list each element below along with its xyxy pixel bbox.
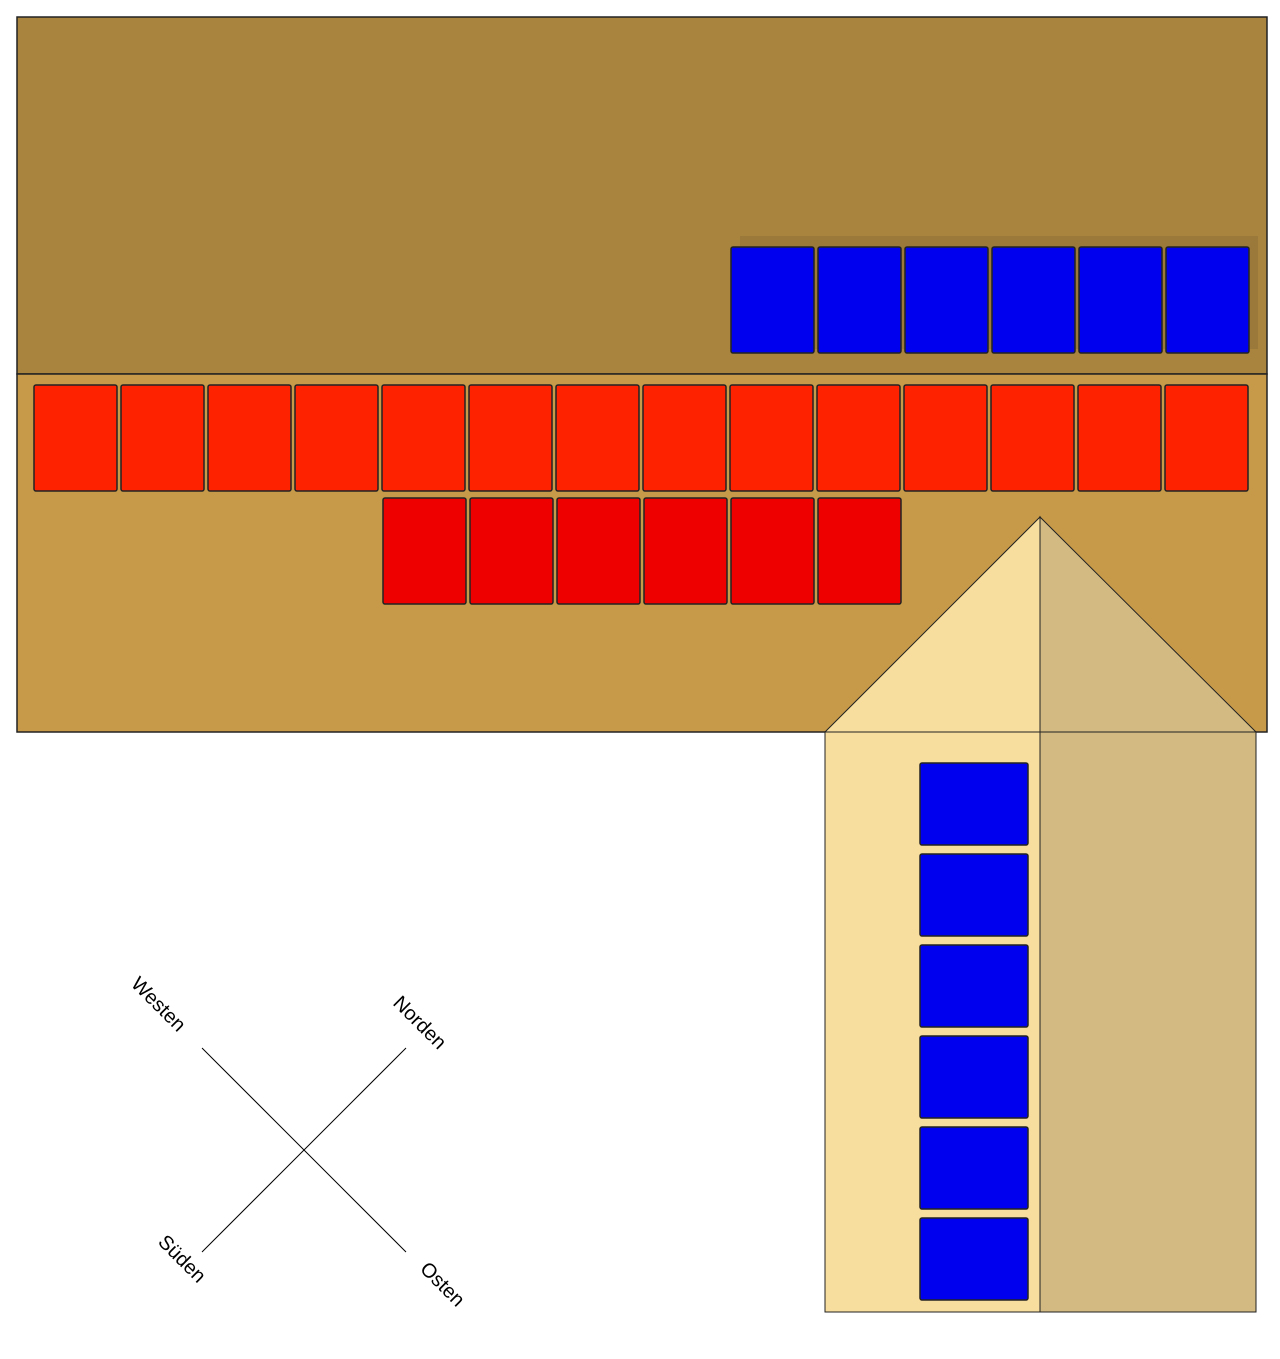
red-panel — [642, 384, 727, 492]
blue-panels-dormer-column — [919, 762, 1029, 1301]
red-panel — [903, 384, 988, 492]
red-panel — [555, 384, 640, 492]
red-panel — [294, 384, 379, 492]
compass-line-north-south — [201, 1047, 407, 1253]
red-panel — [33, 384, 118, 492]
compass-rose: Westen Norden Süden Osten — [126, 973, 468, 1311]
red-panel — [120, 384, 205, 492]
compass-label-east: Osten — [415, 1258, 468, 1311]
red-panel — [1164, 384, 1249, 492]
blue-panel — [919, 853, 1029, 937]
red-panel — [816, 384, 901, 492]
red-panel — [381, 384, 466, 492]
red-panels-bottom-row — [382, 497, 902, 605]
red-panel — [729, 384, 814, 492]
red-panel — [730, 497, 815, 605]
red-panel — [382, 497, 467, 605]
red-panel — [990, 384, 1075, 492]
red-panel — [556, 497, 641, 605]
blue-panel — [919, 762, 1029, 846]
red-panel — [817, 497, 902, 605]
red-panel — [468, 384, 553, 492]
blue-panel — [919, 1217, 1029, 1301]
blue-panel — [1078, 246, 1163, 354]
blue-panel — [991, 246, 1076, 354]
red-panel — [469, 497, 554, 605]
compass-label-south: Süden — [153, 1231, 209, 1287]
blue-panel — [919, 1126, 1029, 1210]
blue-panels-upper-roof — [730, 246, 1250, 354]
blue-panel — [730, 246, 815, 354]
blue-panel — [919, 1035, 1029, 1119]
blue-panel — [904, 246, 989, 354]
blue-panel — [817, 246, 902, 354]
blue-panel — [919, 944, 1029, 1028]
compass-label-north: Norden — [388, 992, 450, 1054]
red-panels-top-row — [33, 384, 1249, 492]
compass-label-west: Westen — [126, 973, 189, 1036]
blue-panel — [1165, 246, 1250, 354]
red-panel — [643, 497, 728, 605]
red-panel — [207, 384, 292, 492]
red-panel — [1077, 384, 1162, 492]
dormer-wall-right — [1039, 731, 1257, 1313]
